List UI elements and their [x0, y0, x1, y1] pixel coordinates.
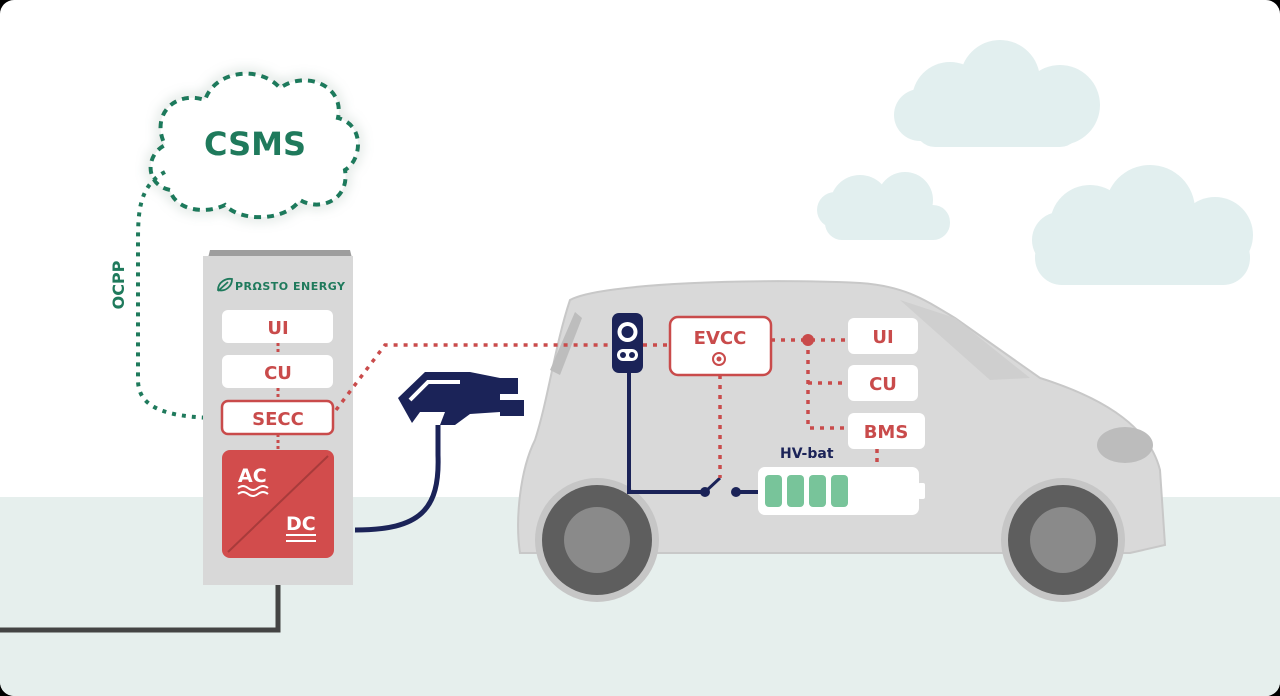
- charging-inlet-icon: [612, 313, 643, 373]
- sky-clouds: [817, 40, 1253, 285]
- battery-cell-filled: [787, 475, 804, 507]
- battery-cell-filled: [765, 475, 782, 507]
- dc-lines-icon: [286, 534, 316, 542]
- battery-cell-filled: [809, 475, 826, 507]
- leaf-icon: [217, 277, 233, 292]
- ocpp-label: OCPP: [109, 260, 128, 309]
- battery-cell-empty: [853, 475, 870, 507]
- contactor-switch-icon: [700, 476, 758, 497]
- vehicle-ui-box: [848, 318, 918, 354]
- hv-bat-label: HV-bat: [780, 446, 834, 462]
- acdc-converter: [222, 450, 334, 558]
- csms-cloud: [148, 71, 360, 220]
- ac-wave-icon: [237, 485, 269, 497]
- dc-label: DC: [286, 513, 316, 535]
- battery-cell-empty: [875, 475, 892, 507]
- csms-label: CSMS: [204, 125, 306, 163]
- bms-box: [848, 413, 925, 449]
- bus-node: [802, 334, 814, 346]
- bms-label: BMS: [864, 422, 909, 443]
- hv-battery: [758, 467, 925, 515]
- charger-cu-label: CU: [264, 363, 292, 384]
- battery-cell-filled: [831, 475, 848, 507]
- evcc-logo-icon: [712, 352, 726, 366]
- evcc-label: EVCC: [694, 328, 747, 349]
- charging-plug: [398, 372, 524, 425]
- vehicle-ui-label: UI: [872, 327, 893, 348]
- power-line: [627, 373, 705, 494]
- charger-ui-box: [222, 310, 333, 343]
- brand-logo: PRΩSTO ENERGY: [235, 280, 346, 293]
- vehicle-cu-label: CU: [869, 374, 897, 395]
- ground-cable: [0, 585, 281, 633]
- ac-label: AC: [238, 465, 267, 487]
- battery-cell-empty: [897, 475, 914, 507]
- vehicle-cu-box: [848, 365, 918, 401]
- plc-link: [334, 343, 612, 412]
- secc-label: SECC: [252, 409, 304, 430]
- charger-ui-label: UI: [267, 318, 288, 339]
- charger-cu-box: [222, 355, 333, 388]
- charging-cable: [354, 425, 441, 533]
